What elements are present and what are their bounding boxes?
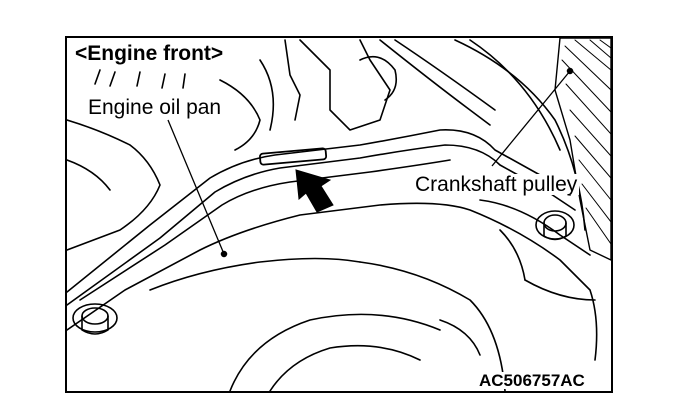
callout-engine-oil-pan: Engine oil pan xyxy=(86,96,224,119)
arrow-icon xyxy=(295,169,334,213)
oil-pan-flange-lower xyxy=(67,144,576,306)
bolt-right xyxy=(535,210,575,241)
leader-pulley xyxy=(491,70,571,167)
leader-oil-pan xyxy=(167,119,225,255)
leader-pulley-dot xyxy=(566,67,574,75)
bolt-left xyxy=(72,303,118,335)
view-title: <Engine front> xyxy=(73,42,226,65)
sealant-tab xyxy=(259,147,328,166)
diagram-frame xyxy=(65,36,613,393)
oil-pan-flange-upper xyxy=(67,129,571,293)
pulley-outline xyxy=(454,39,586,231)
callout-crankshaft-pulley: Crankshaft pulley xyxy=(413,173,580,196)
leader-oil-pan-dot xyxy=(220,250,228,258)
engine-block-hatching xyxy=(554,38,611,261)
figure-code: AC506757AC xyxy=(478,371,586,390)
